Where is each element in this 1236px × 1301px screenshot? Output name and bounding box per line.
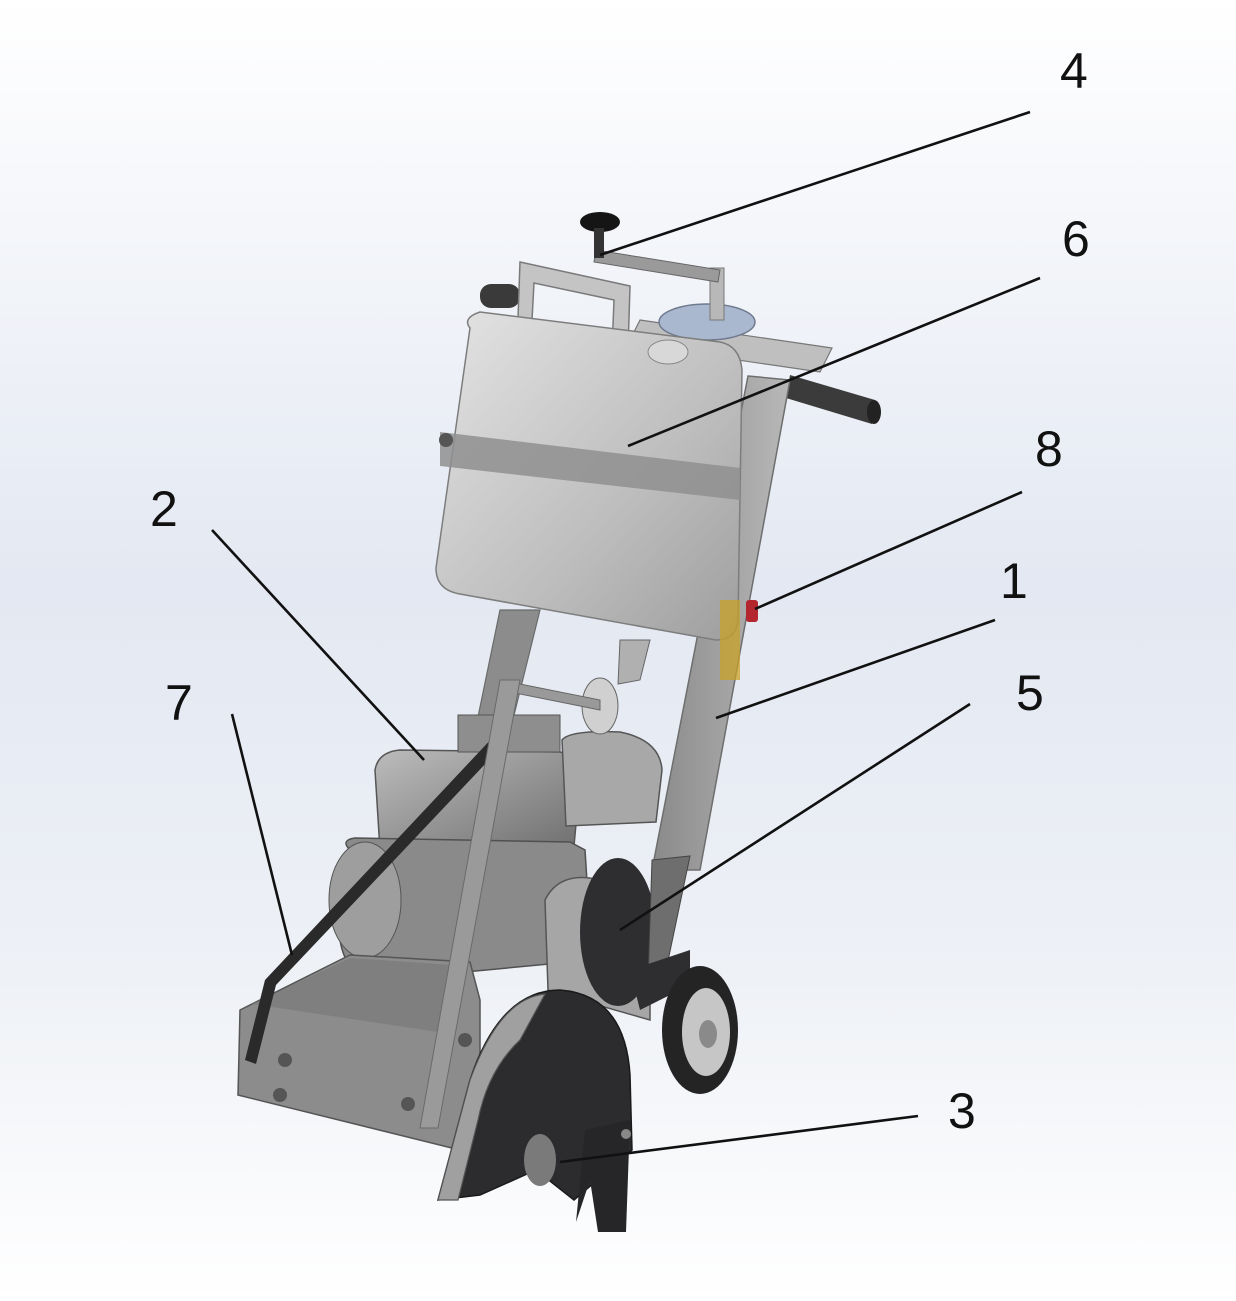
callout-8: 8 (1035, 421, 1063, 477)
callout-5: 5 (1016, 665, 1044, 721)
base-top (252, 958, 468, 1032)
handle-grip-right (786, 375, 881, 424)
callout-labels: 4 6 8 1 5 2 7 3 (150, 43, 1090, 1139)
leader-line-4 (599, 110, 1031, 257)
callout-4: 4 (1060, 43, 1088, 99)
valve-label (720, 600, 740, 680)
callout-3: 3 (948, 1083, 976, 1139)
push-bar (245, 735, 506, 1064)
tie-rod (419, 679, 521, 1129)
water-pump (509, 639, 651, 735)
tank-cap (647, 339, 689, 365)
depth-crank (580, 212, 756, 341)
callout-2: 2 (150, 481, 178, 537)
leader-line-8 (754, 490, 1023, 611)
leader-line-6 (627, 276, 1041, 448)
leader-line-1 (715, 618, 996, 720)
blade-cover (436, 989, 633, 1232)
water-tank (435, 261, 743, 641)
crank-knob (580, 212, 620, 232)
rear-wheel (630, 950, 738, 1094)
leader-line-7 (230, 713, 294, 956)
floor-saw-illustration (237, 212, 881, 1232)
leader-lines (211, 110, 1041, 1164)
leader-line-5 (619, 702, 971, 932)
water-valve (746, 600, 758, 622)
callout-7: 7 (165, 675, 193, 731)
callout-1: 1 (1000, 553, 1028, 609)
handle-grip-left (480, 284, 520, 308)
leader-line-3 (559, 1114, 919, 1164)
callout-6: 6 (1062, 211, 1090, 267)
leader-line-2 (211, 529, 425, 761)
